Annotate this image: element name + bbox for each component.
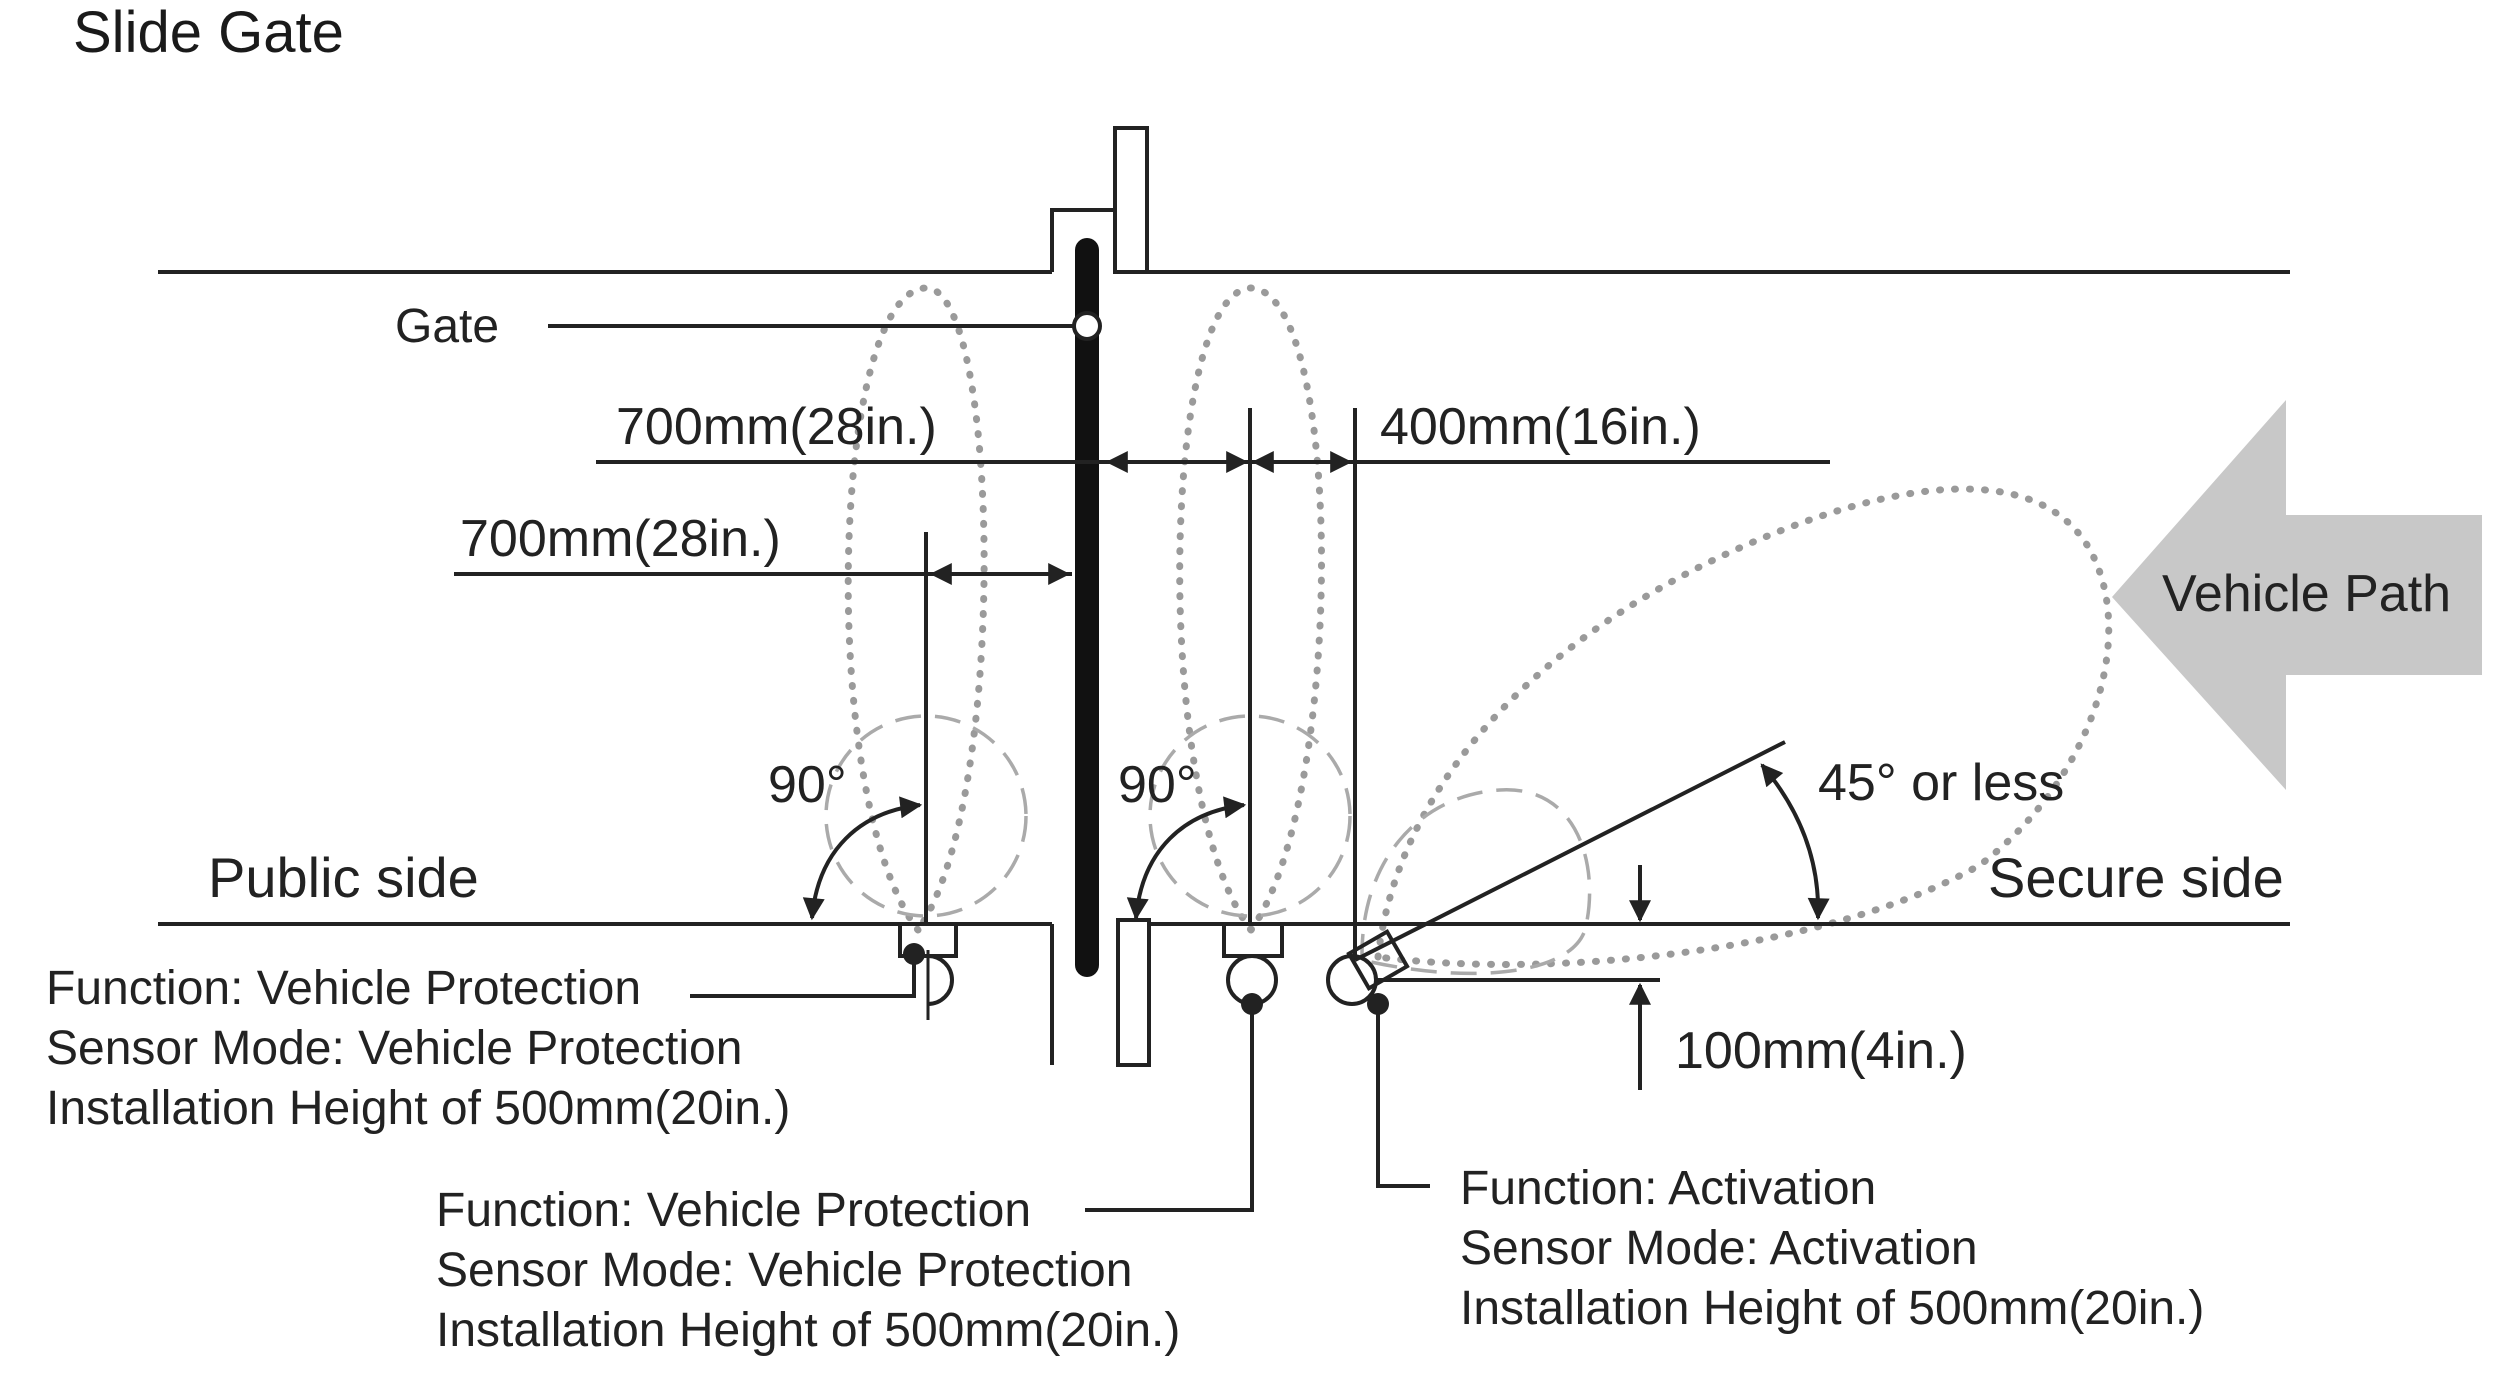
gate-post-step <box>1050 208 1115 272</box>
activation-sensor <box>1326 928 1410 1015</box>
left-callout: Function: Vehicle Protection Sensor Mode… <box>46 962 790 1135</box>
left-sensor <box>898 922 958 1020</box>
top-post <box>1113 126 1149 274</box>
activation-angle-line <box>1354 740 1786 962</box>
top-right-dimension-label: 400mm(16in.) <box>1380 398 1701 456</box>
center-sensor <box>1222 922 1284 1015</box>
activation-sensor-protection-area <box>1360 788 1592 976</box>
center-callout-mode: Sensor Mode: Vehicle Protection <box>436 1244 1132 1297</box>
center-sensor-protection-area <box>1148 714 1352 918</box>
activation-angle-label: 45° or less <box>1818 754 2064 812</box>
center-callout-height: Installation Height of 500mm(20in.) <box>436 1304 1180 1357</box>
diagram-title: Slide Gate <box>73 0 344 65</box>
gate: Gate <box>395 238 1102 977</box>
callout-leaders <box>690 954 1430 1212</box>
right-callout-height: Installation Height of 500mm(20in.) <box>1460 1282 2204 1335</box>
left-sensor-protection-area <box>824 714 1028 918</box>
left-angle-arc <box>802 796 923 921</box>
height-offset-label: 100mm(4in.) <box>1675 1022 1967 1080</box>
left-callout-height: Installation Height of 500mm(20in.) <box>46 1082 790 1135</box>
angle-indicators: 90° 90° 45° or less <box>768 740 2064 962</box>
left-callout-mode: Sensor Mode: Vehicle Protection <box>46 1022 742 1075</box>
left-callout-leader <box>690 954 916 998</box>
right-callout-mode: Sensor Mode: Activation <box>1460 1222 1978 1275</box>
left-angle-label: 90° <box>768 756 847 814</box>
activation-angle-arc <box>1760 763 1830 921</box>
right-callout: Function: Activation Sensor Mode: Activa… <box>1460 1162 2204 1335</box>
mid-left-dimension-label: 700mm(28in.) <box>460 510 781 568</box>
activation-sensor-detection-area <box>1374 485 2113 968</box>
public-side-label: Public side <box>208 846 479 909</box>
gate-label: Gate <box>395 300 499 353</box>
center-angle-label: 90° <box>1118 756 1197 814</box>
vehicle-path-arrow: Vehicle Path <box>2112 400 2482 790</box>
detection-zones-dotted <box>844 284 2113 968</box>
detection-zones-dashed <box>824 714 1592 976</box>
bottom-post <box>1116 918 1151 1067</box>
center-callout-leader <box>1085 1004 1254 1212</box>
right-callout-function: Function: Activation <box>1460 1162 1876 1215</box>
center-angle-arc <box>1126 796 1247 921</box>
vehicle-path-label: Vehicle Path <box>2162 565 2451 623</box>
left-callout-function: Function: Vehicle Protection <box>46 962 641 1015</box>
center-callout: Function: Vehicle Protection Sensor Mode… <box>436 1184 1180 1357</box>
secure-side-label: Secure side <box>1988 846 2284 909</box>
top-left-dimension-label: 700mm(28in.) <box>616 398 937 456</box>
center-sensor-detection-area <box>1176 284 1325 934</box>
gate-marker <box>1072 311 1102 341</box>
dimension-lines: 700mm(28in.) 700mm(28in.) 400mm(16in.) <box>454 398 1830 960</box>
left-sensor-detection-area <box>844 284 988 934</box>
right-callout-leader <box>1376 1004 1430 1188</box>
height-offset-indicator: 100mm(4in.) <box>1375 865 1967 1090</box>
center-callout-function: Function: Vehicle Protection <box>436 1184 1031 1237</box>
